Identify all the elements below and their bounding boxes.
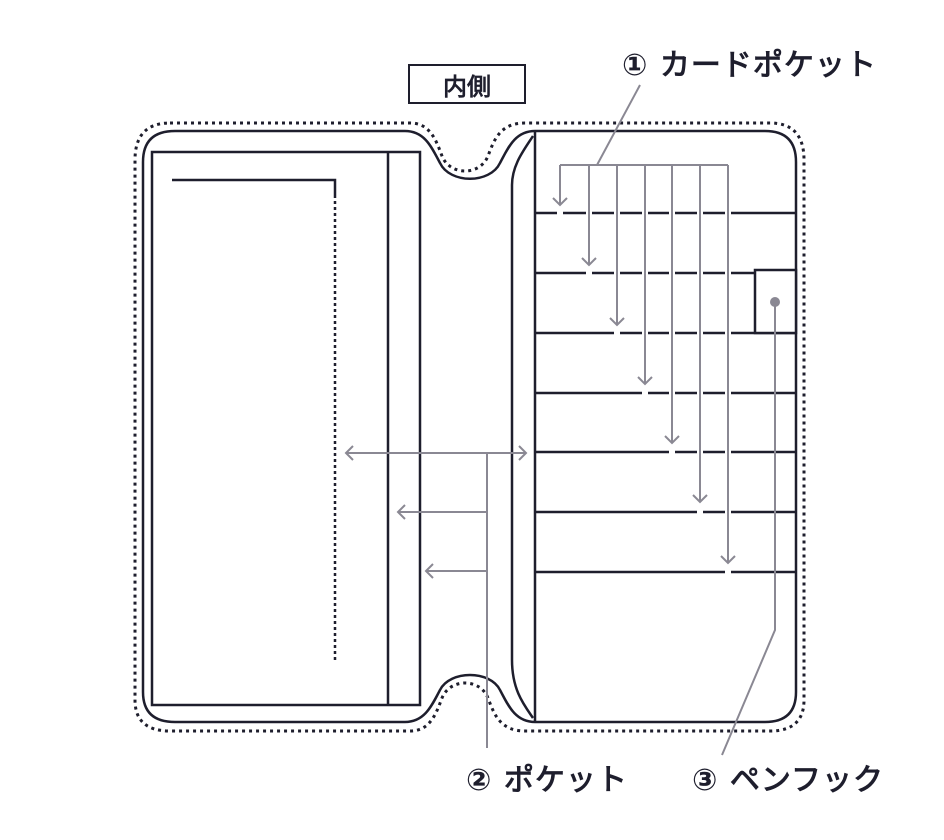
pocket-label: ② ポケット <box>466 763 628 798</box>
side-label: 内側 <box>443 72 491 101</box>
inner-pocket-edge <box>172 178 337 195</box>
pen-hook-callout <box>721 302 776 756</box>
side-label-box: 内側 <box>408 64 526 104</box>
card-pocket-label: ① カードポケット <box>622 48 877 83</box>
right-panel-curve <box>510 135 535 719</box>
pen-hook-label: ③ ペンフック <box>692 763 884 798</box>
stitch-outline <box>133 121 806 733</box>
left-pocket <box>150 150 422 707</box>
pocket-arrows <box>344 445 528 748</box>
wallet-outline <box>141 129 798 724</box>
card-slot-lines <box>535 211 796 574</box>
pen-hook-dot <box>770 297 780 307</box>
card-pocket-arrows <box>552 84 736 576</box>
